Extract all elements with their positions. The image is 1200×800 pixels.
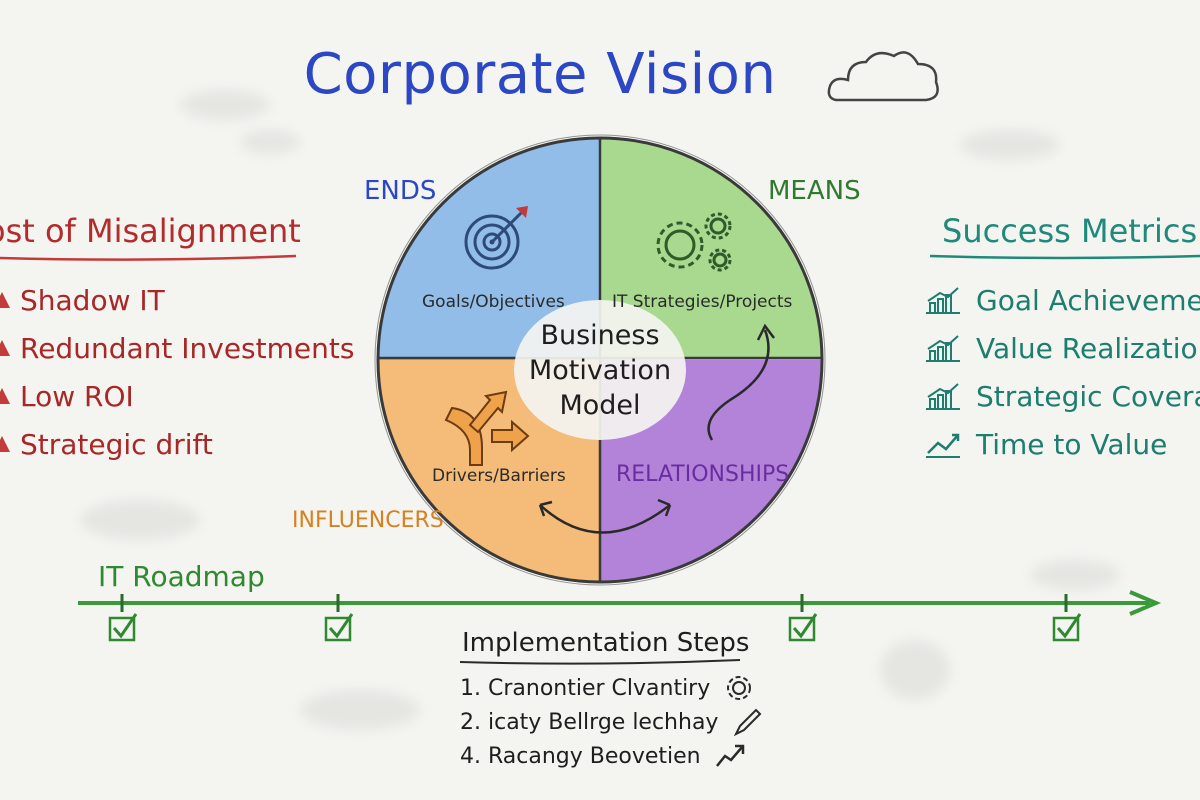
gears-icon [656, 212, 732, 272]
gear-icon [727, 676, 752, 700]
implementation-step: 4. Racangy Beovetien [460, 742, 745, 770]
metric-item: Goal Achievement [924, 276, 1200, 324]
bar-chart-icon [926, 287, 960, 314]
milestone-checkbox-4 [1052, 613, 1082, 642]
warning-icon [0, 388, 10, 404]
warning-icon [0, 340, 10, 356]
quadrant-label-relationships: RELATIONSHIPS [616, 462, 790, 487]
cost-item: Redundant Investments [0, 324, 354, 372]
diagram-title: Corporate Vision [303, 42, 777, 107]
quadrant-label-influencers: INFLUENCERS [292, 508, 444, 533]
bar-chart-icon [926, 383, 960, 410]
it-strategies-label: IT Strategies/Projects [612, 292, 793, 312]
cloud-icon [827, 51, 939, 102]
trend-line-icon [926, 433, 960, 458]
cost-item: Strategic drift [0, 420, 354, 468]
metrics-underline [929, 254, 1200, 260]
pencil-icon [734, 708, 762, 736]
cost-item: Shadow IT [0, 276, 354, 324]
metric-item: Value Realization [924, 324, 1200, 372]
center-label-line2: Motivation [528, 355, 672, 386]
implementation-step: 1. Cranontier Clvantiry [460, 674, 754, 702]
implementation-heading: Implementation Steps [462, 628, 750, 658]
roadmap-line [78, 590, 1162, 616]
cost-item: Low ROI [0, 372, 354, 420]
quadrant-means [600, 138, 822, 360]
metrics-heading: Success Metrics [942, 212, 1198, 250]
center-label-line1: Business [540, 320, 660, 351]
drivers-barriers-label: Drivers/Barriers [432, 466, 566, 486]
bar-chart-icon [926, 335, 960, 362]
trend-up-icon [715, 744, 744, 767]
cost-heading: ost of Misalignment [0, 212, 301, 250]
milestone-checkbox-1 [108, 613, 138, 642]
target-icon [464, 206, 528, 270]
metric-item: Time to Value [924, 420, 1200, 468]
warning-icon [0, 292, 10, 308]
quadrant-label-ends: ENDS [364, 176, 437, 206]
arrows-icon [444, 390, 530, 466]
center-label-line3: Model [559, 390, 641, 421]
roadmap-label: IT Roadmap [98, 560, 265, 593]
warning-icon [0, 436, 10, 452]
center-label: Business Motivation Model [510, 318, 690, 423]
milestone-checkbox-3 [788, 613, 818, 642]
curved-arrow-icon [538, 323, 775, 534]
metric-item: Strategic Coverage [924, 372, 1200, 420]
goals-objectives-label: Goals/Objectives [422, 292, 565, 312]
metrics-list: Goal Achievement Value Realization Strat… [924, 276, 1200, 468]
milestone-checkbox-2 [324, 613, 354, 642]
quadrant-label-means: MEANS [768, 176, 861, 206]
implementation-step: 2. icaty Bellrge lechhay [460, 708, 762, 736]
cost-list: Shadow IT Redundant Investments Low ROI … [0, 276, 354, 468]
cost-underline [0, 254, 297, 261]
impl-underline [459, 659, 741, 665]
